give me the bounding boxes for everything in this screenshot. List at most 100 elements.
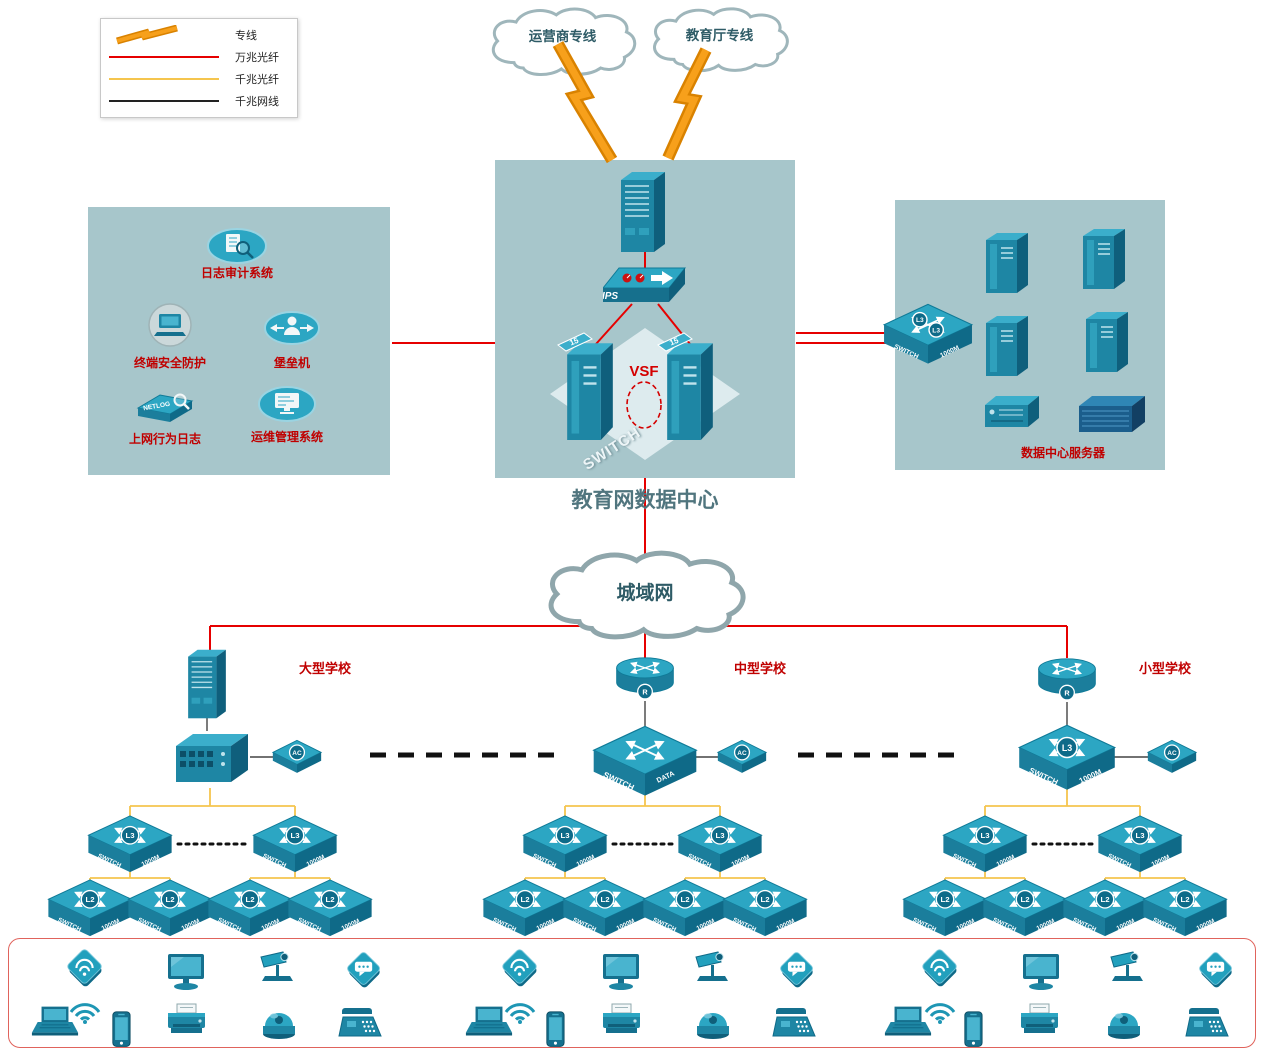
school-medium-label: 中型学校 — [733, 661, 786, 676]
smartphone-icon[interactable] — [956, 1010, 990, 1050]
terminal-security-label: 终端安全防护 — [133, 356, 206, 370]
l2-badge: L2 — [85, 895, 94, 904]
desktop-monitor-icon[interactable] — [163, 950, 209, 994]
ac-badge: AC — [737, 750, 747, 757]
ip-phone-icon[interactable] — [338, 1005, 386, 1043]
terminal-devices-box — [8, 938, 1256, 1048]
smartphone-icon[interactable] — [104, 1010, 138, 1050]
surveillance-camera-icon[interactable] — [1106, 948, 1150, 988]
surveillance-camera-icon[interactable] — [691, 948, 735, 988]
terminal-security-icon[interactable] — [146, 302, 194, 348]
school-core-switch[interactable]: L3 SWITCH 1000M — [1017, 723, 1117, 792]
ops-management-icon[interactable] — [256, 383, 318, 425]
legend-label: 千兆光纤 — [235, 74, 279, 86]
server-tower[interactable] — [1084, 310, 1130, 373]
bastion-host-label: 堡垒机 — [273, 356, 310, 370]
yellow-line-sample — [109, 78, 219, 80]
black-line-sample — [109, 100, 219, 102]
ip-phone-icon[interactable] — [772, 1005, 820, 1043]
legend-row-1g-fiber: 千兆光纤 — [109, 68, 289, 90]
school-gateway-server[interactable] — [185, 648, 229, 720]
netlog-label: 上网行为日志 — [128, 432, 201, 446]
ip-phone-icon[interactable] — [1185, 1005, 1233, 1043]
chat-device-icon[interactable] — [1193, 949, 1239, 989]
man-cloud[interactable]: 城域网 — [533, 548, 757, 640]
bastion-host-icon[interactable] — [262, 309, 322, 347]
chat-device-icon[interactable] — [341, 949, 387, 989]
l2-badge: L2 — [325, 895, 334, 904]
ac-badge: AC — [292, 750, 302, 757]
printer-icon[interactable] — [598, 1002, 644, 1042]
l3-badge: L3 — [916, 317, 924, 324]
education-cloud-label: 教育厅专线 — [685, 28, 754, 43]
school-router[interactable]: R — [613, 653, 677, 701]
chat-device-icon[interactable] — [774, 949, 820, 989]
server-tower[interactable] — [984, 231, 1030, 294]
l3-badge: L3 — [125, 831, 135, 840]
server-tower[interactable] — [984, 314, 1030, 377]
ips-label: IPS — [603, 291, 618, 302]
desktop-monitor-icon[interactable] — [1018, 950, 1064, 994]
red-line-sample — [109, 56, 219, 58]
ips-device[interactable]: IPS — [602, 266, 687, 314]
core-firewall[interactable] — [619, 170, 667, 254]
ac-controller[interactable]: AC — [716, 738, 768, 778]
l2-badge: L2 — [520, 895, 529, 904]
server-panel-label: 数据中心服务器 — [1020, 446, 1105, 460]
legend-label: 万兆光纤 — [235, 52, 279, 64]
man-cloud-label: 城域网 — [616, 583, 674, 604]
vsf-label: VSF — [629, 363, 658, 380]
legend-label: 千兆网线 — [235, 96, 279, 108]
server-farm-switch[interactable]: L3 L3 SWITCH 1000M — [882, 302, 974, 366]
dome-camera-icon[interactable] — [692, 1005, 734, 1043]
school-router[interactable]: R — [1035, 654, 1099, 702]
ops-management-label: 运维管理系统 — [250, 430, 323, 444]
school-core-device[interactable] — [172, 728, 252, 788]
ac-badge: AC — [1167, 750, 1177, 757]
education-cloud[interactable]: 教育厅专线 — [642, 5, 797, 73]
ac-controller[interactable]: AC — [1146, 738, 1198, 778]
carrier-cloud[interactable]: 运营商专线 — [480, 5, 645, 77]
server-tower[interactable] — [1081, 227, 1127, 290]
smartphone-icon[interactable] — [538, 1010, 572, 1050]
school-core-switch[interactable]: SWITCH DATA CENTER — [591, 724, 699, 798]
l3-badge: L3 — [1062, 743, 1072, 753]
printer-icon[interactable] — [1016, 1002, 1062, 1042]
legend-label: 专线 — [235, 30, 257, 42]
surveillance-camera-icon[interactable] — [256, 948, 300, 988]
datacenter-title: 教育网数据中心 — [571, 488, 719, 512]
l3-badge: L3 — [1135, 831, 1145, 840]
blade-chassis[interactable] — [1077, 394, 1147, 436]
wlan-ap-icon[interactable] — [496, 946, 544, 988]
dome-camera-icon[interactable] — [1103, 1005, 1145, 1043]
l2-badge: L2 — [940, 895, 949, 904]
desktop-monitor-icon[interactable] — [598, 950, 644, 994]
wlan-ap-icon[interactable] — [916, 946, 964, 988]
vsf-core-switch-1[interactable] — [565, 340, 615, 442]
dome-camera-icon[interactable] — [258, 1005, 300, 1043]
netlog-icon[interactable]: NETLOG — [133, 387, 197, 429]
log-audit-icon[interactable] — [205, 225, 269, 267]
ac-controller[interactable]: AC — [271, 738, 323, 778]
rack-server[interactable] — [983, 393, 1041, 431]
printer-icon[interactable] — [163, 1002, 209, 1042]
wlan-ap-icon[interactable] — [61, 946, 109, 988]
